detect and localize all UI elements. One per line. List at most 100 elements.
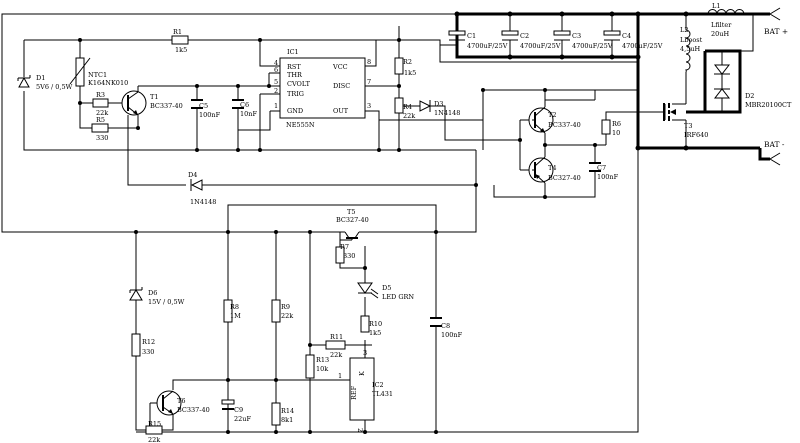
- ic1-pinno-2: 2: [274, 87, 278, 95]
- zener-d6: D6 15V / 0,5W: [129, 287, 185, 306]
- c3-value: 4700uF/25V: [572, 42, 613, 50]
- c2-ref: C2: [520, 32, 529, 40]
- resistor-r10: R10 1k5: [360, 315, 382, 337]
- inductor-l1: L1 Lfilter 20uH: [707, 2, 745, 38]
- t1-value: BC337-40: [150, 102, 183, 110]
- r7-value: 330: [343, 252, 355, 260]
- resistor-r3: R3 22k: [92, 91, 109, 117]
- r4-ref: R4: [403, 103, 412, 111]
- ic1-pin-trig: TRIG: [287, 90, 304, 98]
- r8-ref: R8: [230, 303, 239, 311]
- r14-value: 8k1: [281, 416, 293, 424]
- ic1-pin-rst: RST: [287, 63, 301, 71]
- c4-ref: C4: [622, 32, 631, 40]
- r11-value: 22k: [330, 351, 342, 359]
- ic1-pin-out: OUT: [333, 107, 349, 115]
- ic2-pinno-3: 3: [363, 349, 367, 357]
- ic1-value: NE555N: [286, 121, 315, 129]
- t5-ref: T5: [347, 208, 355, 216]
- r2-ref: R2: [403, 58, 412, 66]
- r4-value: 22k: [403, 112, 415, 120]
- transistor-t6: T6 BC337-40: [156, 390, 210, 416]
- capacitor-c9: C9 22uF: [221, 399, 251, 423]
- resistor-r14: R14 8k1: [271, 402, 294, 426]
- capacitor-c4: C4 4700uF/25V: [603, 14, 663, 57]
- terminal-bat-plus: BAT +: [764, 7, 788, 36]
- r2-value: 1k5: [404, 69, 416, 77]
- transistor-t1: T1 BC337-40: [121, 90, 183, 116]
- resistor-r11: R11 22k: [325, 333, 346, 359]
- r15-value: 22k: [148, 436, 160, 443]
- r1-ref: R1: [173, 28, 182, 36]
- ic1-pinno-7: 7: [367, 78, 371, 86]
- resistor-r13: R13 10k: [305, 354, 329, 379]
- terminal-bat-minus: BAT -: [764, 140, 785, 166]
- r1-value: 1k5: [175, 46, 187, 54]
- resistor-r9: R9 22k: [271, 299, 293, 323]
- ic2-pinno-1: 1: [338, 372, 342, 380]
- diode-d3: D3 1N4148: [419, 100, 460, 117]
- c5-ref: C5: [199, 102, 208, 110]
- r8-value: 1M: [230, 312, 241, 320]
- ic1-pin-cvolt: CVOLT: [287, 80, 311, 88]
- d1-value: 5V6 / 0,5W: [36, 83, 73, 91]
- d1-ref: D1: [36, 74, 45, 82]
- transistor-t5: T5 BC327-40: [327, 208, 436, 247]
- resistor-r1: R1 1k5: [171, 28, 189, 54]
- l1-value: Lfilter: [711, 21, 732, 29]
- d6-value: 15V / 0,5W: [148, 298, 185, 306]
- bat-plus-label: BAT +: [764, 27, 788, 36]
- ic1-pinno-6: 6: [274, 66, 278, 74]
- r10-ref: R10: [369, 320, 382, 328]
- l1-ref: L1: [712, 2, 720, 10]
- resistor-r6: R6 10: [601, 119, 621, 137]
- t5-value: BC327-40: [336, 216, 369, 224]
- d5-ref: D5: [382, 284, 391, 292]
- ic2-value: TL431: [372, 390, 393, 398]
- capacitor-c1: C1 4700uF/25V: [448, 14, 508, 57]
- d4-ref: D4: [188, 171, 197, 179]
- resistor-r5: R5 330: [91, 116, 109, 142]
- resistor-r7: R7 330: [335, 243, 355, 264]
- t6-value: BC337-40: [177, 406, 210, 414]
- mosfet-t3: T3 IRF640: [663, 103, 708, 139]
- r3-value: 22k: [96, 109, 108, 117]
- c1-ref: C1: [467, 32, 476, 40]
- transistor-t2: T2 BC337-40: [528, 106, 581, 134]
- r6-value: 10: [612, 129, 620, 137]
- ic1-pin-thr: THR: [287, 71, 303, 79]
- c9-value: 22uF: [234, 415, 251, 423]
- r3-ref: R3: [96, 91, 105, 99]
- r11-ref: R11: [330, 333, 343, 341]
- ic1-ne555: IC1 NE555N RST THR CVOLT TRIG GND VCC DI…: [274, 48, 371, 129]
- t4-value: BC327-40: [548, 174, 581, 182]
- capacitor-c8: C8 100nF: [430, 317, 463, 339]
- d3-ref: D3: [434, 100, 443, 108]
- ic2-tl431: IC2 TL431 K REF 3 1 2: [336, 349, 393, 432]
- inductor-l2: L2 Lboost 4,5uH: [680, 26, 703, 73]
- c7-value: 100nF: [597, 173, 619, 181]
- ntc1-ref: NTC1: [88, 71, 107, 79]
- t2-ref: T2: [548, 111, 556, 119]
- c7-ref: C7: [597, 164, 606, 172]
- r7-ref: R7: [340, 243, 349, 251]
- t4-ref: T4: [548, 164, 556, 172]
- c3-ref: C3: [572, 32, 581, 40]
- capacitor-c7: C7 100nF: [589, 162, 619, 181]
- diode-d4: D4 1N4148: [188, 171, 216, 206]
- t3-ref: T3: [684, 122, 692, 130]
- c1-value: 4700uF/25V: [467, 42, 508, 50]
- r15-ref: R15: [148, 420, 161, 428]
- c8-ref: C8: [441, 322, 450, 330]
- led-d5: D5 LED GRN: [357, 282, 414, 301]
- d5-value: LED GRN: [382, 293, 414, 301]
- l2-value: Lboost: [680, 36, 703, 44]
- ic1-pin-disc: DISC: [333, 82, 350, 90]
- l2-ref: L2: [680, 26, 688, 34]
- ic1-pinno-1: 1: [274, 102, 278, 110]
- l2-value2: 4,5uH: [680, 45, 701, 53]
- ic1-pinno-8: 8: [367, 58, 371, 66]
- ic2-pin-ref: REF: [350, 385, 358, 400]
- c8-value: 100nF: [441, 331, 463, 339]
- ic1-pinno-5: 5: [274, 78, 278, 86]
